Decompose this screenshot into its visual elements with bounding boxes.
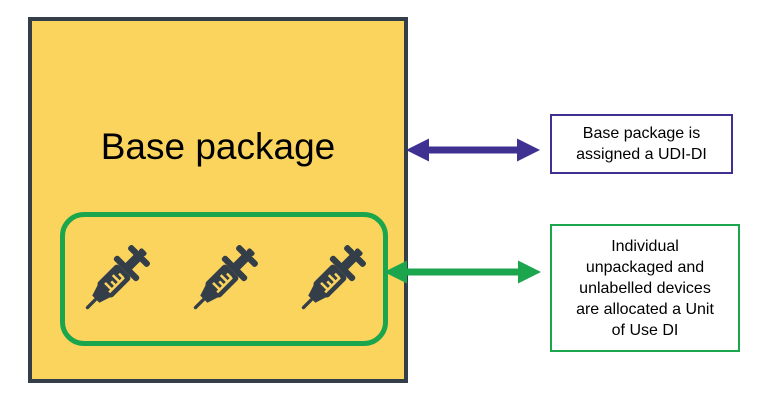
syringe-icon — [193, 244, 259, 310]
unit-of-use-callout-text-line: are allocated a Unit — [576, 300, 714, 318]
unit-of-use-callout-text-line: unpackaged and — [585, 258, 705, 276]
syringe-icon — [85, 244, 151, 310]
unit-of-use-double-arrow-icon — [384, 260, 541, 284]
unit-of-use-callout-text-line: of Use DI — [611, 321, 679, 339]
unit-of-use-group-outline — [60, 212, 388, 346]
unit-of-use-callout-text-line: unlabelled devices — [579, 279, 711, 297]
syringe-icon — [301, 244, 367, 310]
udi-double-arrow-icon — [406, 138, 540, 162]
udi-callout-text-line: assigned a UDI-DI — [576, 146, 707, 163]
unit-of-use-callout-text-line: Individual — [611, 237, 679, 255]
unit-of-use-callout-box: Individual unpackaged and unlabelled dev… — [550, 224, 740, 352]
udi-callout-box: Base package is assigned a UDI-DI — [550, 114, 733, 174]
base-package-box: Base package — [28, 17, 408, 383]
udi-callout-text-line: Base package is — [582, 125, 701, 142]
base-package-label: Base package — [100, 126, 336, 167]
